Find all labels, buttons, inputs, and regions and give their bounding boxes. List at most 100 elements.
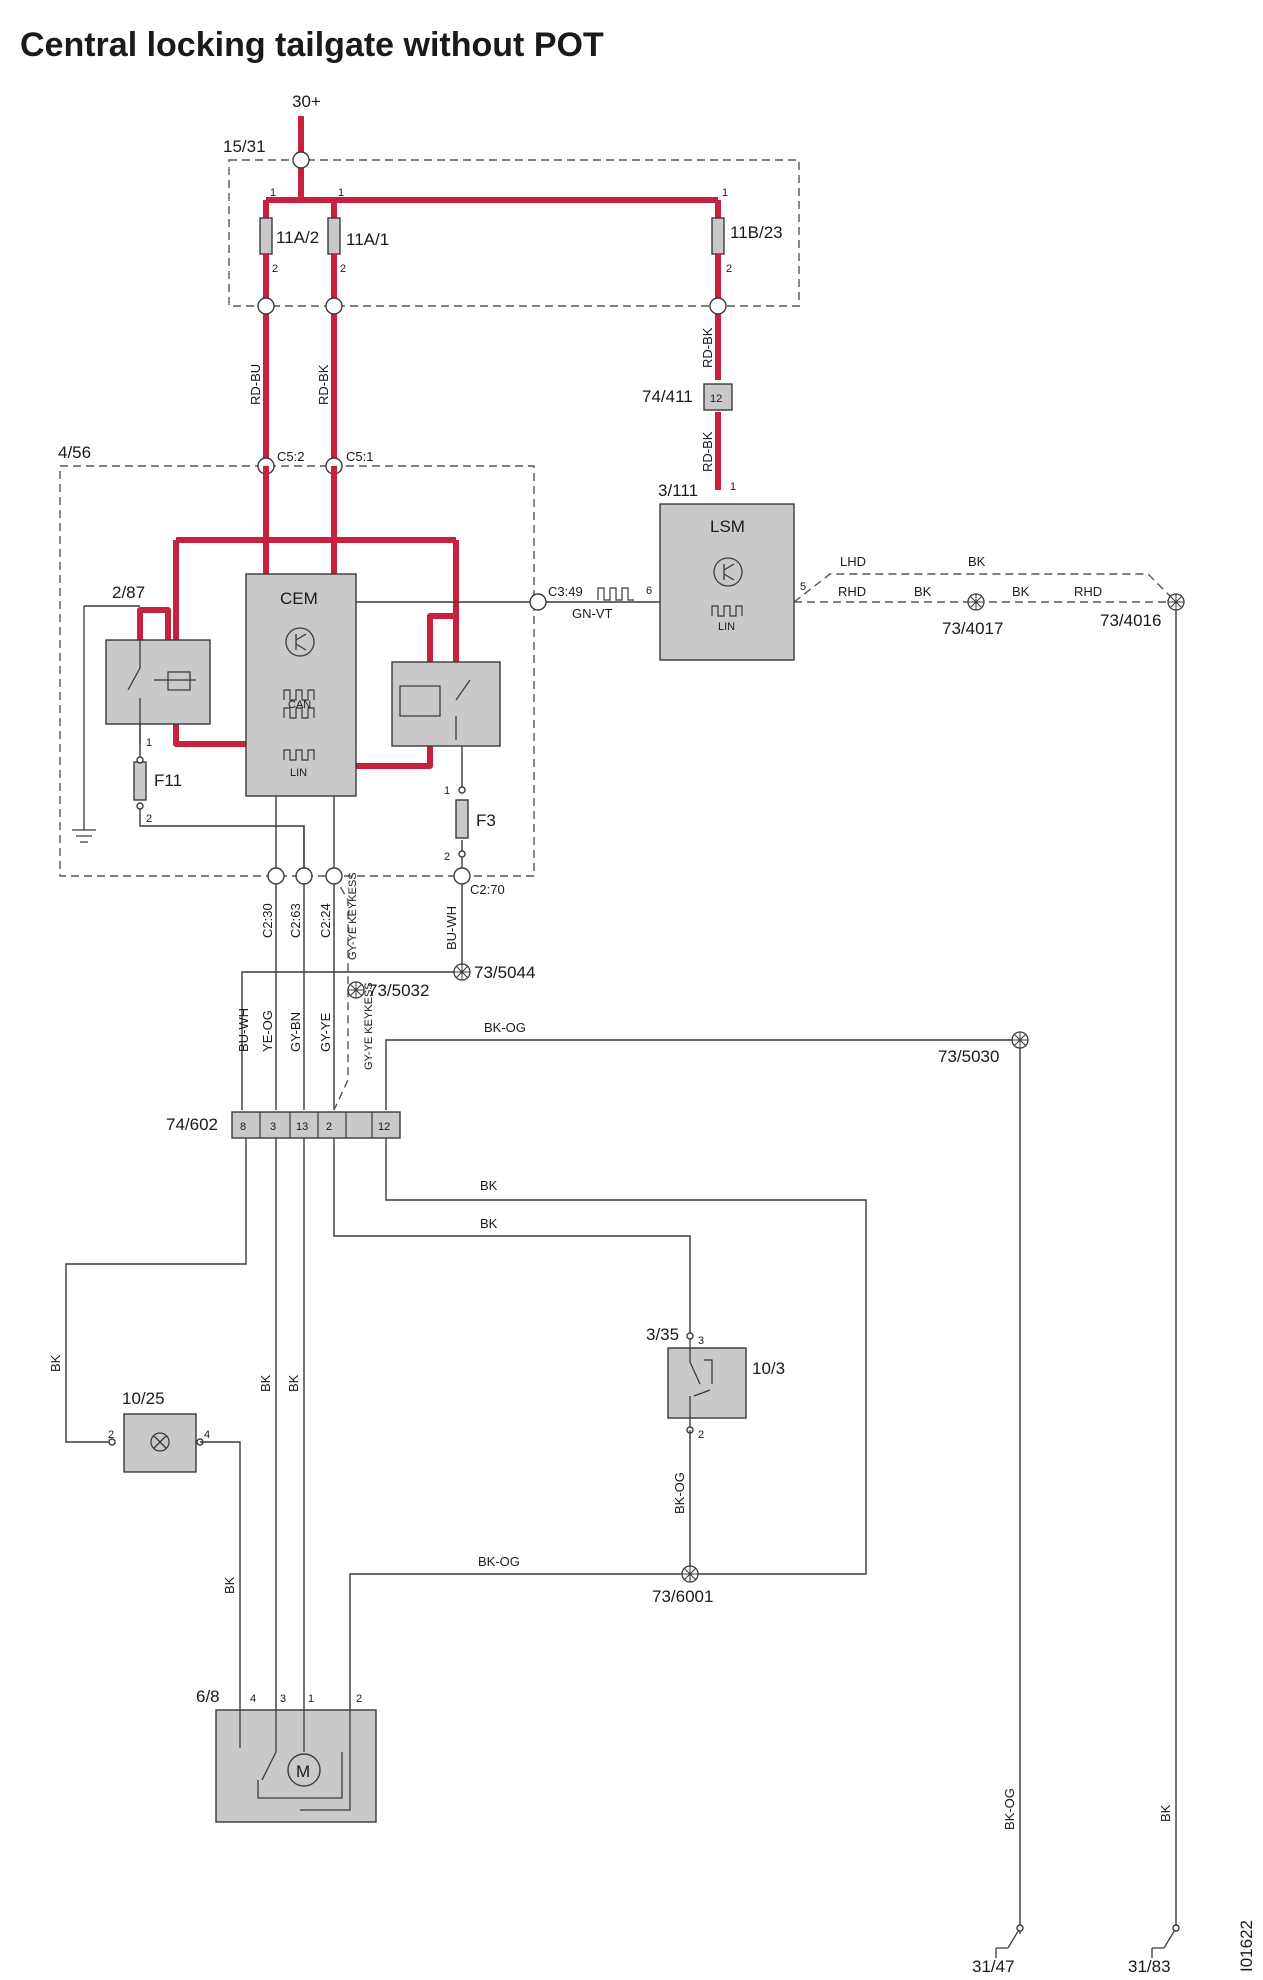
pin-label: 2 — [146, 813, 152, 825]
lamp-icon — [150, 1432, 170, 1452]
motor-m-label: M — [296, 1762, 310, 1781]
ground-icon — [1151, 1927, 1177, 1958]
pin-label: 6 — [646, 585, 652, 597]
wire-bk-loop — [349, 1138, 867, 1710]
bu-wh-label: BU-WH — [444, 906, 459, 950]
pin-label: 2 — [726, 263, 732, 275]
switch-icon — [689, 1336, 713, 1430]
transistor-icon — [285, 627, 315, 657]
fuse-11b23-label: 11B/23 — [730, 223, 783, 242]
lsm-ref-label: 3/111 — [658, 481, 698, 500]
node-c2-30 — [267, 867, 285, 885]
connector-74-602-label: 74/602 — [166, 1115, 218, 1134]
relay-coil-icon — [399, 679, 471, 740]
bk-label: BK — [222, 1576, 237, 1594]
lin-signal-icon — [711, 605, 743, 617]
splice-73-5032 — [347, 981, 365, 999]
splice-73-6001 — [681, 1565, 699, 1583]
bk-og-label: BK-OG — [484, 1020, 526, 1035]
pin-label: 2 — [356, 1693, 362, 1705]
pin-label: 2 — [326, 1121, 332, 1133]
splice-73-5044 — [453, 963, 471, 981]
rhd-label: RHD — [838, 584, 866, 599]
wire-bu-wh — [241, 884, 463, 1110]
bk-label: BK — [968, 554, 986, 569]
pin-label: 12 — [710, 393, 722, 405]
bk-label: BK — [286, 1374, 301, 1392]
can-signal-icon — [283, 689, 315, 719]
bk-label: BK — [1012, 584, 1030, 599]
pin-label: 1 — [444, 785, 450, 797]
c3-49-label: C3:49 — [548, 584, 583, 599]
node — [136, 756, 144, 764]
pin-label: 3 — [280, 1693, 286, 1705]
transistor-icon — [295, 633, 307, 651]
splice-73-4016-label: 73/4016 — [1100, 611, 1161, 630]
lsm-module — [659, 503, 795, 661]
fuse-11a1-label: 11A/1 — [346, 230, 389, 249]
node — [686, 1332, 694, 1340]
pin-label: 4 — [204, 1429, 210, 1441]
fuse-11a1 — [327, 217, 341, 255]
node — [458, 786, 466, 794]
relay-coil-icon — [127, 640, 196, 744]
gy-ye-keykess-label: GY-YE KEYKESS — [347, 872, 359, 960]
c2-70-label: C2:70 — [470, 882, 505, 897]
ground-31-47-label: 31/47 — [972, 1957, 1015, 1976]
ye-og-label: YE-OG — [260, 1010, 275, 1052]
node — [136, 802, 144, 810]
wire-bk-left — [65, 1138, 247, 1443]
supply-label: 30+ — [292, 92, 321, 111]
wire-label: RD-BK — [700, 431, 715, 472]
fuse-11a2-label: 11A/2 — [276, 228, 319, 247]
bk-label: BK — [914, 584, 932, 599]
relay-2-87 — [105, 639, 211, 725]
connector-74-602 — [231, 1111, 401, 1139]
wire-lhd-rhd — [793, 573, 1177, 603]
lin-lsm-label: LIN — [718, 621, 735, 633]
wire-cem-down — [275, 796, 335, 1110]
fuse-f3 — [455, 799, 469, 839]
node — [709, 297, 727, 315]
lamp-icon — [153, 1435, 167, 1449]
wire-gy-ye-keykess — [333, 875, 349, 1111]
wire-label: RD-BK — [700, 327, 715, 368]
node — [1016, 1924, 1024, 1932]
pin-label: 3 — [698, 1335, 704, 1347]
node-c3-49 — [529, 593, 547, 611]
node-c2-70 — [453, 867, 471, 885]
supply-bus-wire — [263, 116, 721, 218]
pin-label: 1 — [338, 187, 344, 199]
bk-og-label: BK-OG — [672, 1472, 687, 1514]
lamp-10-25-label: 10/25 — [122, 1389, 165, 1408]
splice-73-4016 — [1167, 593, 1185, 611]
node — [257, 297, 275, 315]
splice-73-6001-label: 73/6001 — [652, 1587, 713, 1606]
motor-6-8 — [215, 1709, 377, 1823]
lin-signal-icon — [283, 749, 315, 761]
c2-24-label: C2:24 — [318, 903, 333, 938]
pin-label: 3 — [270, 1121, 276, 1133]
node — [108, 1438, 116, 1446]
pin-label: 2 — [444, 851, 450, 863]
module-4-56-label: 4/56 — [58, 443, 91, 462]
cem-label: CEM — [280, 589, 318, 608]
bk-label: BK — [48, 1354, 63, 1372]
bk-label: BK — [258, 1374, 273, 1392]
pin-label: 1 — [146, 737, 152, 749]
bk-label: BK — [480, 1216, 498, 1231]
bk-label: BK — [480, 1178, 498, 1193]
fusebox-label: 15/31 — [223, 137, 266, 156]
pin-label: 2 — [698, 1429, 704, 1441]
pin-label: 12 — [378, 1121, 390, 1133]
page-title: Central locking tailgate without POT — [20, 26, 604, 64]
pin-label: 8 — [240, 1121, 246, 1133]
rhd-label: RHD — [1074, 584, 1102, 599]
node — [325, 297, 343, 315]
bk-og-label: BK-OG — [1002, 1788, 1017, 1830]
fusebox-outline — [228, 159, 800, 307]
splice-73-4017-label: 73/4017 — [942, 619, 1003, 638]
cem-module — [245, 573, 357, 797]
signal-icon — [597, 587, 634, 601]
relay-right — [391, 661, 501, 747]
